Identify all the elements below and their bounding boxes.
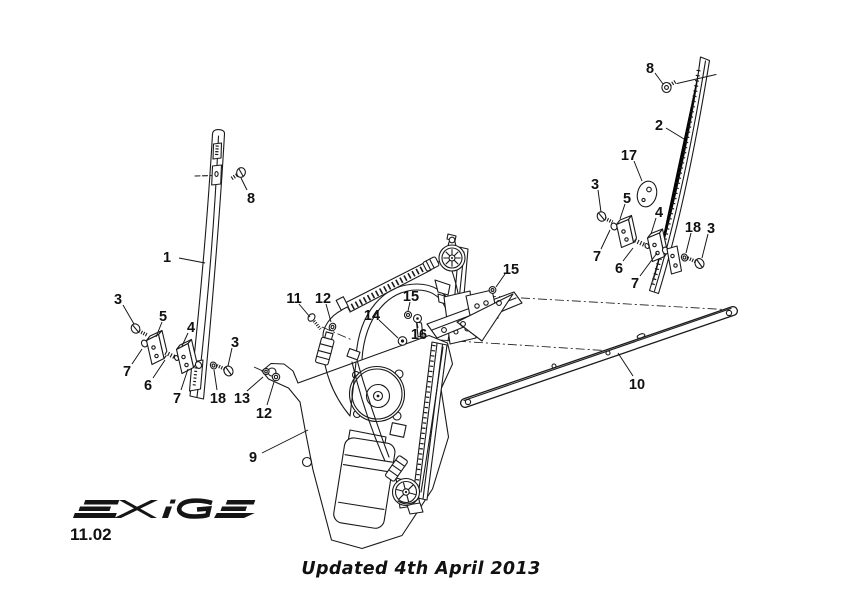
clamp-block-5-left xyxy=(145,333,165,366)
callout-leader-8 xyxy=(240,177,248,191)
clamp-block-5-right xyxy=(615,218,635,249)
callout-14: 14 xyxy=(364,308,380,324)
right-guide-rail xyxy=(648,56,717,295)
callout-3: 3 xyxy=(591,177,599,193)
callout-8: 8 xyxy=(247,191,255,207)
cable-assembly xyxy=(314,256,457,462)
callout-leader-8 xyxy=(654,72,664,85)
right-clamp-parts xyxy=(596,180,705,275)
callout-4: 4 xyxy=(655,205,663,221)
callout-1: 1 xyxy=(163,250,171,266)
washer-12b xyxy=(271,372,281,382)
bottom-pulley xyxy=(391,477,421,507)
callout-leader-18 xyxy=(213,369,218,391)
callout-7: 7 xyxy=(173,391,181,407)
callout-3: 3 xyxy=(114,292,122,308)
washer-18-right xyxy=(680,253,689,262)
callout-15: 15 xyxy=(503,262,519,278)
callout-7: 7 xyxy=(123,364,131,380)
callout-18: 18 xyxy=(210,391,226,407)
callout-12: 12 xyxy=(315,291,331,307)
lift-channel xyxy=(385,341,448,515)
callout-leader-1 xyxy=(178,257,206,264)
callout-leader-18 xyxy=(685,232,692,254)
callout-leader-3 xyxy=(597,189,602,213)
screw-8-right xyxy=(661,81,672,94)
tension-spring xyxy=(346,264,428,312)
callout-7: 7 xyxy=(631,276,639,292)
callout-leader-12 xyxy=(325,303,332,323)
stud-6-right xyxy=(634,238,647,248)
callout-leader-2 xyxy=(665,127,685,140)
callout-3: 3 xyxy=(231,335,239,351)
washer-18-left xyxy=(209,361,218,370)
callout-leader-7 xyxy=(131,348,143,365)
callout-13: 13 xyxy=(234,391,250,407)
callout-leader-11 xyxy=(298,303,311,318)
callout-2: 2 xyxy=(655,118,663,134)
callout-18: 18 xyxy=(685,220,701,236)
washer-7b xyxy=(194,361,203,369)
left-clamp-parts xyxy=(130,323,234,377)
callout-4: 4 xyxy=(187,320,195,336)
callout-6: 6 xyxy=(144,378,152,394)
lift-arm xyxy=(460,306,738,408)
glass-clamp-bracket xyxy=(397,286,523,346)
washer-13 xyxy=(262,367,270,376)
callout-11: 11 xyxy=(286,291,301,307)
callout-leader-3 xyxy=(122,304,135,325)
callout-leader-6 xyxy=(622,247,634,262)
nut-15-center xyxy=(403,310,413,320)
left-guide-rail xyxy=(188,129,246,400)
callout-leader-5 xyxy=(619,203,626,220)
callout-5: 5 xyxy=(159,309,167,325)
callout-leader-13 xyxy=(246,376,264,392)
callout-leader-14 xyxy=(378,319,399,339)
callout-leader-9 xyxy=(261,429,309,454)
callout-leader-12 xyxy=(266,381,275,406)
callout-leader-5 xyxy=(155,321,163,338)
cable-end-fitting xyxy=(385,455,408,482)
callout-7: 7 xyxy=(593,249,601,265)
callout-leader-10 xyxy=(617,352,634,377)
clamp-block-4-right xyxy=(646,232,666,263)
section-number: 11.02 xyxy=(70,525,112,544)
exige-logo: EXIGE xyxy=(73,498,256,519)
stud-6-left xyxy=(164,350,177,360)
callout-leader-15 xyxy=(407,301,411,312)
callout-leader-16 xyxy=(416,322,419,329)
callout-leader-6 xyxy=(152,359,166,379)
callout-3: 3 xyxy=(707,221,715,237)
callout-leader-3 xyxy=(227,347,233,367)
washer-12 xyxy=(328,322,337,332)
callout-10: 10 xyxy=(629,377,645,393)
callout-leader-7 xyxy=(639,252,658,277)
cable-adjuster-barrel xyxy=(314,331,335,366)
callout-leader-3 xyxy=(701,233,709,259)
callout-8: 8 xyxy=(646,61,654,77)
callout-leader-4 xyxy=(650,217,657,235)
callout-15: 15 xyxy=(403,289,419,305)
callout-5: 5 xyxy=(623,191,631,207)
callout-leader-4 xyxy=(181,332,189,347)
updated-date: Updated 4th April 2013 xyxy=(301,559,540,579)
callout-17: 17 xyxy=(621,148,637,164)
callout-6: 6 xyxy=(615,261,623,277)
nut-15-right xyxy=(488,286,497,294)
callout-leader-17 xyxy=(633,160,643,182)
callout-leader-7 xyxy=(600,229,611,250)
callout-16: 16 xyxy=(411,327,427,343)
callout-9: 9 xyxy=(249,450,257,466)
plate-fasteners xyxy=(262,313,337,382)
callout-leader-15 xyxy=(495,273,506,288)
callout-12: 12 xyxy=(256,406,272,422)
callout-leader-7 xyxy=(180,368,189,391)
